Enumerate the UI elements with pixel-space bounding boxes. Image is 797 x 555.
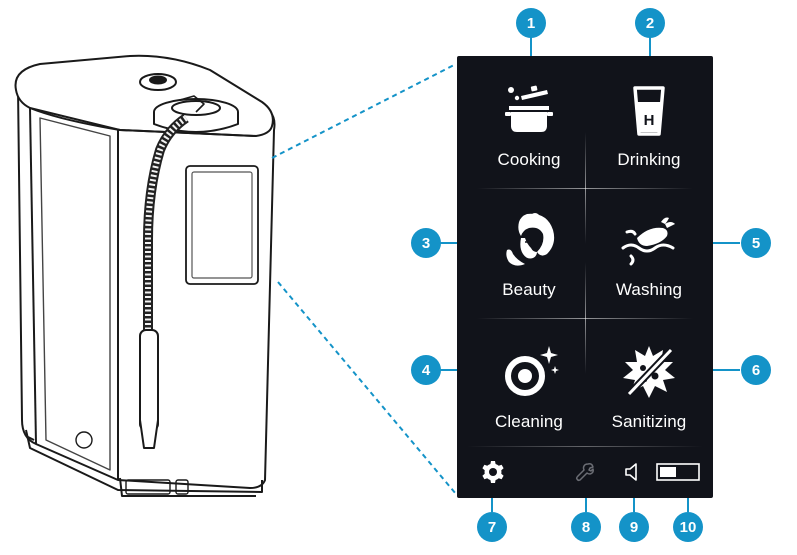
vegetable-wash-icon	[621, 217, 675, 266]
settings-button[interactable]	[481, 460, 505, 489]
maintenance-button[interactable]	[575, 462, 595, 487]
callout-badge-8: 8	[571, 512, 601, 542]
callout-badge-10: 10	[673, 512, 703, 542]
wrench-icon	[575, 463, 594, 482]
mode-label: Drinking	[617, 150, 681, 169]
mode-beauty[interactable]: Beauty	[465, 186, 593, 316]
mode-label: Beauty	[502, 280, 556, 299]
battery-icon	[656, 463, 700, 481]
mode-cooking[interactable]: Cooking	[465, 56, 593, 186]
mode-label: Washing	[615, 280, 683, 299]
callout-badge-3: 3	[411, 228, 441, 258]
callout-badge-2: 2	[635, 8, 665, 38]
callout-badge-1: 1	[516, 8, 546, 38]
mode-label: Sanitizing	[611, 412, 687, 431]
status-divider	[467, 446, 703, 447]
callout-badge-4: 4	[411, 355, 441, 385]
pot-icon	[505, 85, 553, 132]
callout-badge-5: 5	[741, 228, 771, 258]
status-bar	[457, 446, 713, 498]
mode-cleaning[interactable]: Cleaning	[465, 318, 593, 448]
glass-letter: H	[644, 112, 655, 129]
mode-label: Cleaning	[495, 412, 563, 431]
sound-button[interactable]	[624, 462, 642, 487]
filter-status[interactable]	[656, 462, 702, 487]
callout-badge-6: 6	[741, 355, 771, 385]
mode-drinking[interactable]: H Drinking	[585, 56, 713, 186]
mode-sanitizing[interactable]: Sanitizing	[585, 318, 713, 448]
mode-washing[interactable]: Washing	[585, 186, 713, 316]
water-ionizer-device	[14, 54, 276, 497]
speaker-icon	[625, 463, 637, 481]
grid-divider	[585, 262, 586, 374]
sparkle-ring-icon	[505, 346, 559, 396]
gear-icon	[482, 461, 504, 483]
grid-divider	[585, 132, 586, 244]
germ-cross-icon	[623, 346, 675, 398]
face-icon	[506, 213, 555, 266]
callout-badge-7: 7	[477, 512, 507, 542]
glass-icon: H	[633, 86, 665, 136]
mode-label: Cooking	[497, 150, 561, 169]
touch-screen: Cooking H Drinking Beauty	[457, 56, 713, 498]
callout-badge-9: 9	[619, 512, 649, 542]
